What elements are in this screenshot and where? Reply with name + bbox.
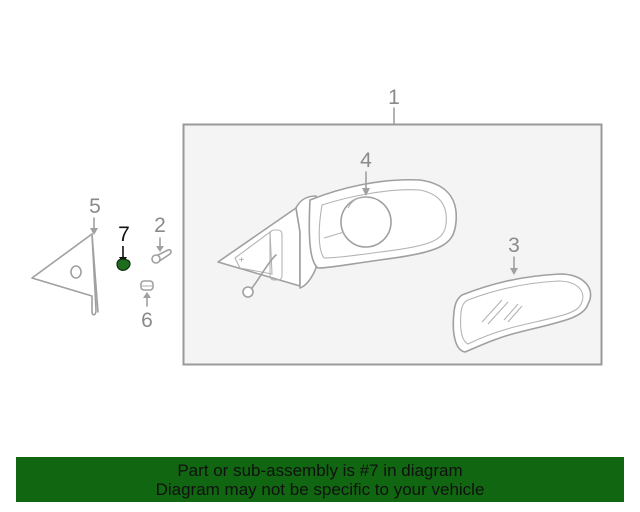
callout-2: 2 xyxy=(151,214,172,264)
corner-cover-drawing xyxy=(31,233,99,316)
callout-7: 7 xyxy=(116,223,131,271)
mirror-housing-drawing: + xyxy=(217,178,458,298)
callout-2-label[interactable]: 2 xyxy=(154,214,166,237)
banner-line-disclaimer: Diagram may not be specific to your vehi… xyxy=(155,480,485,499)
callout-6-label[interactable]: 6 xyxy=(141,309,153,332)
part-info-banner: Part or sub-assembly is #7 in diagram Di… xyxy=(16,457,624,502)
callout-4: 4 xyxy=(360,149,372,196)
callout-5: 5 xyxy=(89,195,101,235)
banner-line-part: Part or sub-assembly is #7 in diagram xyxy=(177,461,463,480)
callout-4-label[interactable]: 4 xyxy=(360,149,372,172)
callout-6: 6 xyxy=(140,280,154,332)
callout-3: 3 xyxy=(508,234,520,275)
callout-5-label[interactable]: 5 xyxy=(89,195,101,218)
callout-7-label[interactable]: 7 xyxy=(118,223,130,246)
callout-1-label[interactable]: 1 xyxy=(388,86,400,109)
grommet-part-highlighted[interactable] xyxy=(116,258,131,271)
mirror-glass-drawing xyxy=(452,273,592,353)
callout-3-label[interactable]: 3 xyxy=(508,234,520,257)
svg-text:+: + xyxy=(238,255,245,264)
